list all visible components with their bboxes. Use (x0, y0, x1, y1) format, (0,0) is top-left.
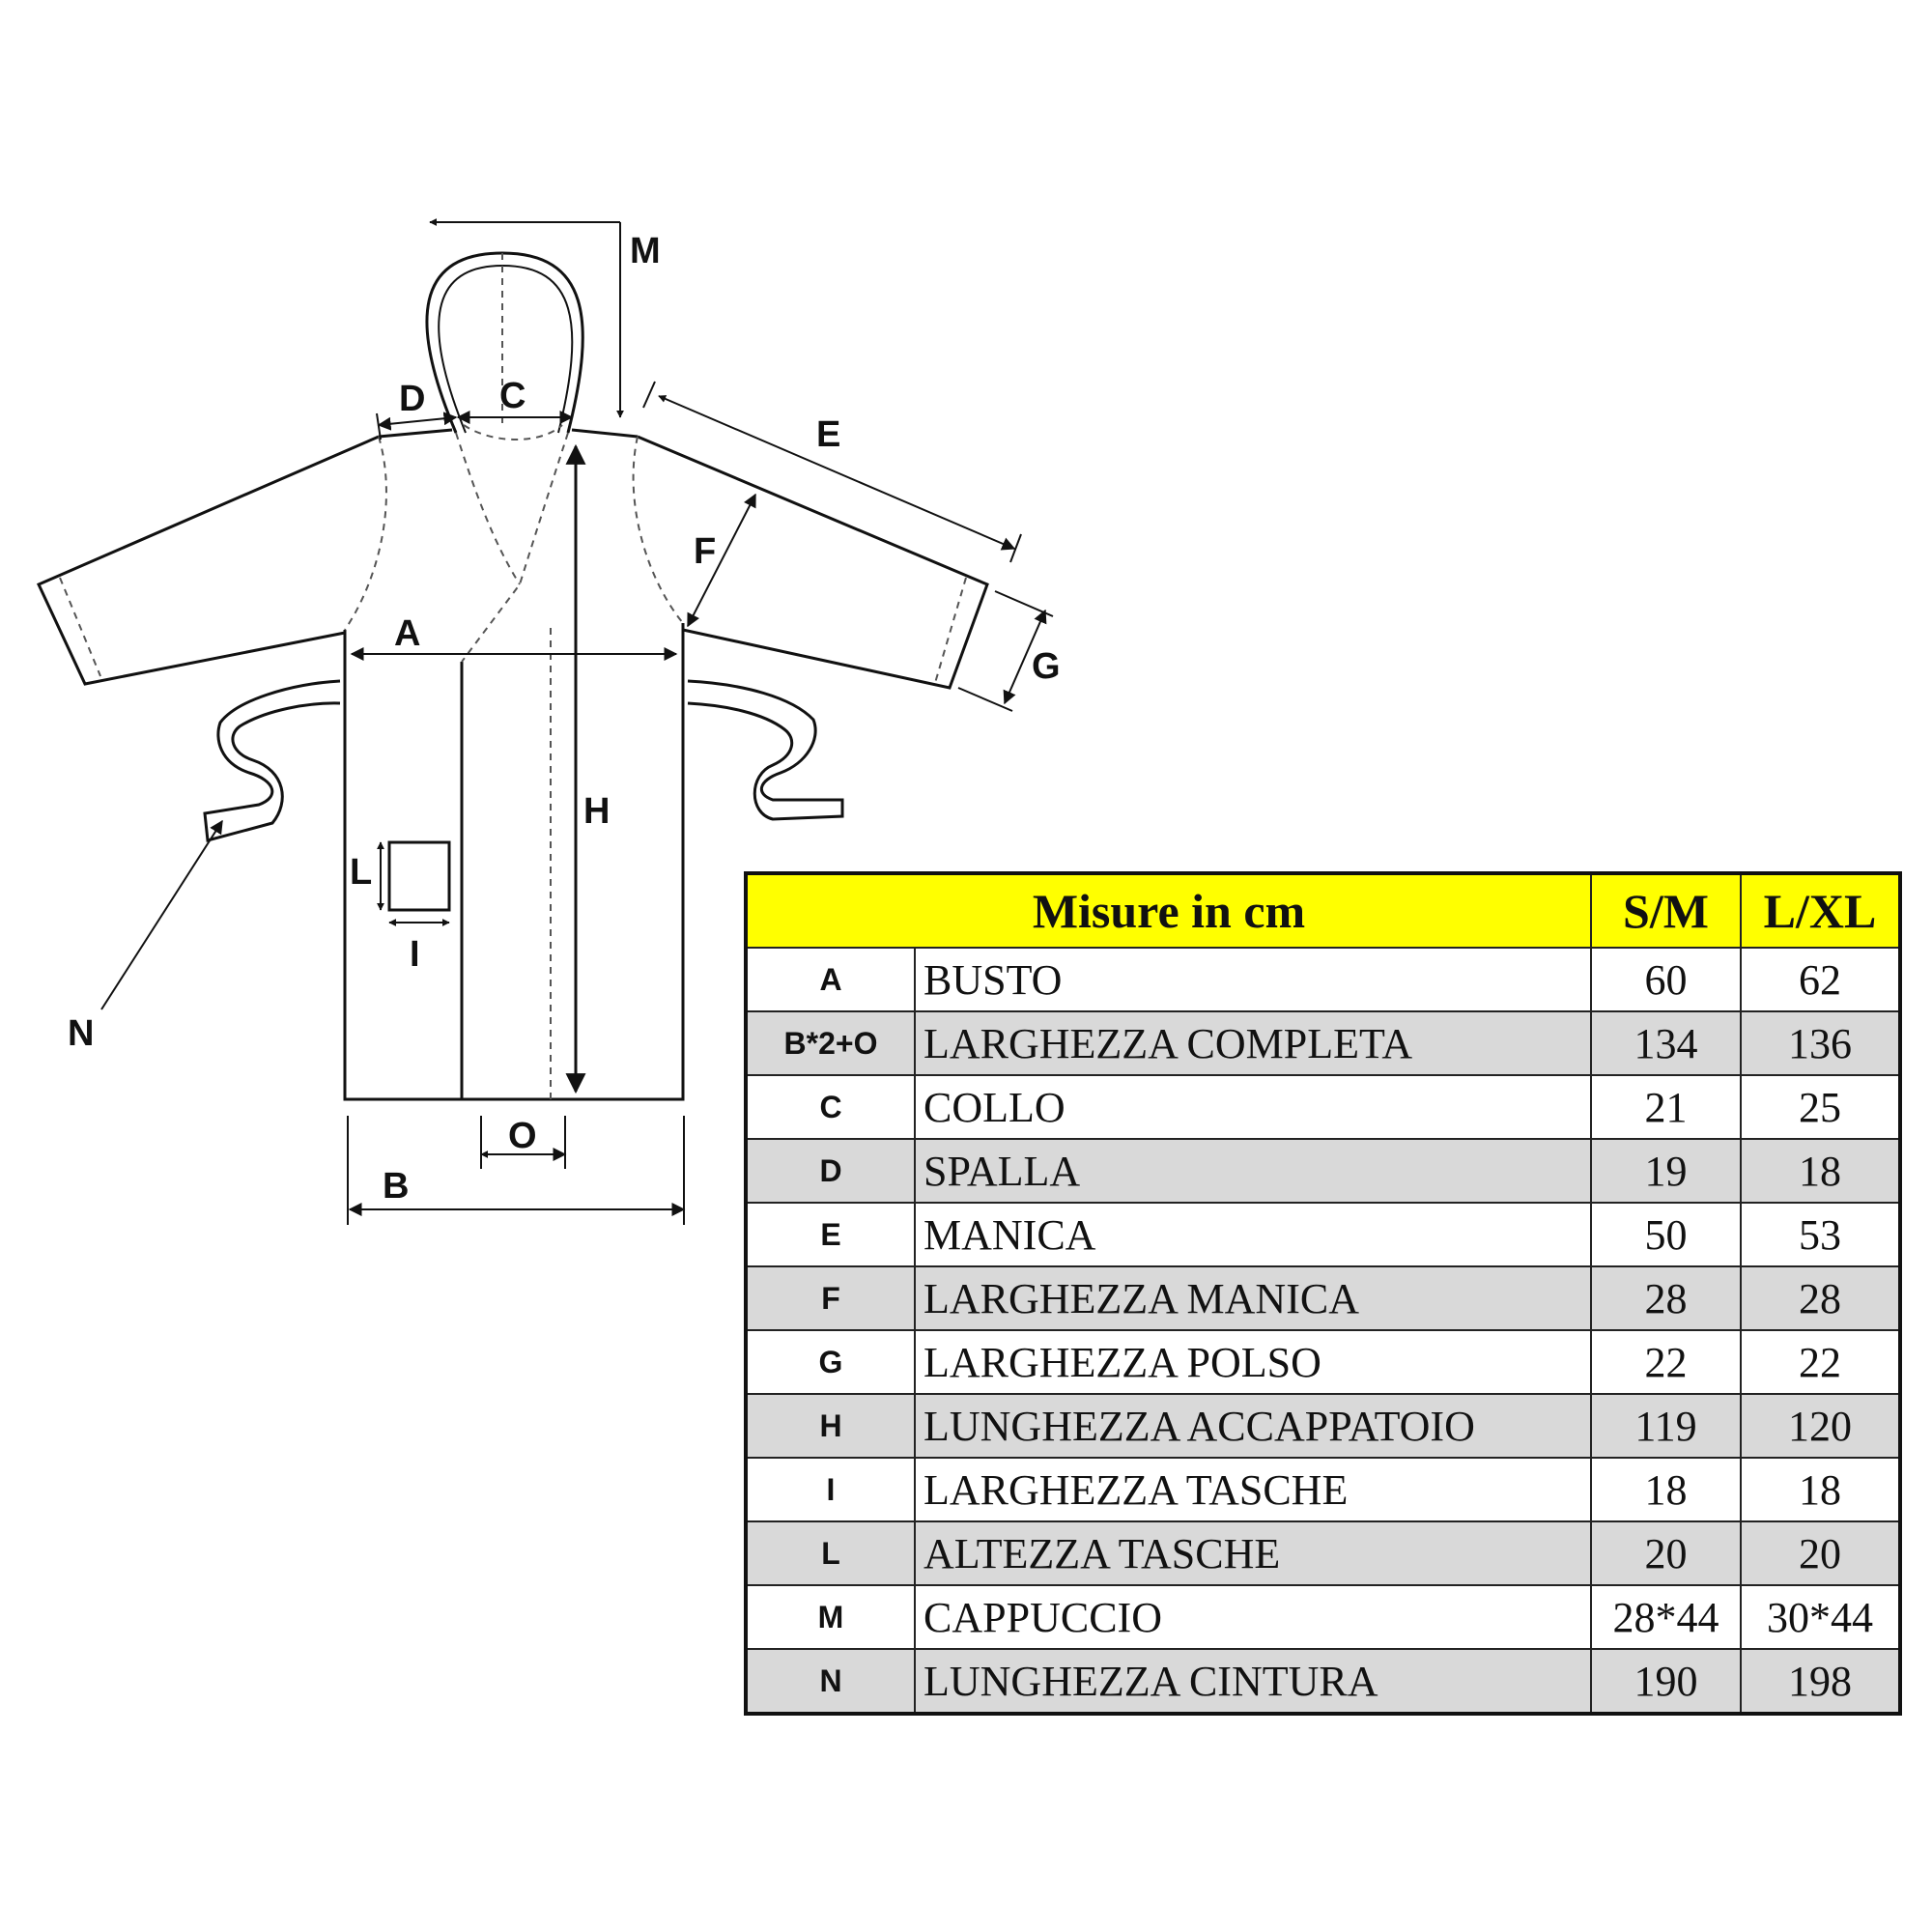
label-n: N (68, 1013, 94, 1054)
row-code: E (745, 1202, 916, 1267)
belt-left (203, 679, 341, 842)
right-sleeve (637, 435, 989, 690)
row-name: ALTEZZA TASCHE (914, 1520, 1592, 1586)
row-name: LUNGHEZZA CINTURA (914, 1648, 1592, 1715)
label-d: D (399, 379, 425, 419)
pocket (387, 840, 451, 912)
table-row: N LUNGHEZZA CINTURA 190 198 (745, 1648, 1901, 1715)
row-code: C (745, 1074, 916, 1140)
measure-g (1003, 609, 1047, 705)
row-value-sm: 18 (1590, 1457, 1742, 1522)
row-value-lxl: 30*44 (1740, 1584, 1901, 1650)
row-code: B*2+O (745, 1010, 916, 1076)
row-value-sm: 28 (1590, 1265, 1742, 1331)
row-value-sm: 28*44 (1590, 1584, 1742, 1650)
row-code: M (745, 1584, 916, 1650)
label-b: B (383, 1166, 409, 1207)
row-value-lxl: 22 (1740, 1329, 1901, 1395)
row-code: F (745, 1265, 916, 1331)
label-i: I (410, 934, 420, 975)
header-title: Misure in cm (745, 872, 1592, 949)
table-row: I LARGHEZZA TASCHE 18 18 (745, 1457, 1901, 1522)
label-a: A (394, 613, 420, 654)
table-row: D SPALLA 19 18 (745, 1138, 1901, 1204)
row-code: I (745, 1457, 916, 1522)
table-row: H LUNGHEZZA ACCAPPATOIO 119 120 (745, 1393, 1901, 1459)
row-name: LARGHEZZA TASCHE (914, 1457, 1592, 1522)
label-e: E (816, 414, 840, 455)
table-header-row: Misure in cm S/M L/XL (745, 872, 1901, 949)
measure-labels: M D C E F G A H L I O B N (68, 231, 1061, 1207)
row-value-sm: 19 (1590, 1138, 1742, 1204)
label-f: F (694, 531, 716, 572)
label-g: G (1032, 646, 1061, 687)
label-m: M (630, 231, 661, 271)
table-row: F LARGHEZZA MANICA 28 28 (745, 1265, 1901, 1331)
belt-right (687, 679, 844, 821)
left-sleeve (36, 435, 380, 686)
row-value-sm: 119 (1590, 1393, 1742, 1459)
row-value-lxl: 120 (1740, 1393, 1901, 1459)
measure-f (687, 493, 756, 628)
measure-e (658, 395, 1016, 551)
table-row: A BUSTO 60 62 (745, 947, 1901, 1012)
row-value-lxl: 136 (1740, 1010, 1901, 1076)
row-name: COLLO (914, 1074, 1592, 1140)
row-name: LARGHEZZA COMPLETA (914, 1010, 1592, 1076)
row-value-sm: 20 (1590, 1520, 1742, 1586)
row-value-sm: 60 (1590, 947, 1742, 1012)
row-value-lxl: 53 (1740, 1202, 1901, 1267)
size-table: Misure in cm S/M L/XL A BUSTO 60 62 B*2+… (744, 871, 1902, 1716)
row-value-lxl: 18 (1740, 1457, 1901, 1522)
shoulder-line (378, 428, 639, 439)
row-value-lxl: 25 (1740, 1074, 1901, 1140)
table-row: M CAPPUCCIO 28*44 30*44 (745, 1584, 1901, 1650)
label-o: O (508, 1116, 537, 1156)
row-value-lxl: 28 (1740, 1265, 1901, 1331)
row-name: MANICA (914, 1202, 1592, 1267)
row-value-sm: 21 (1590, 1074, 1742, 1140)
row-code: H (745, 1393, 916, 1459)
header-size-lxl: L/XL (1740, 872, 1901, 949)
row-name: SPALLA (914, 1138, 1592, 1204)
row-value-sm: 22 (1590, 1329, 1742, 1395)
row-name: LUNGHEZZA ACCAPPATOIO (914, 1393, 1592, 1459)
label-h: H (583, 791, 610, 832)
row-code: G (745, 1329, 916, 1395)
row-value-lxl: 20 (1740, 1520, 1901, 1586)
table-row: G LARGHEZZA POLSO 22 22 (745, 1329, 1901, 1395)
row-name: LARGHEZZA POLSO (914, 1329, 1592, 1395)
row-code: L (745, 1520, 916, 1586)
row-code: N (745, 1648, 916, 1715)
label-c: C (499, 376, 526, 416)
row-value-sm: 50 (1590, 1202, 1742, 1267)
table-row: E MANICA 50 53 (745, 1202, 1901, 1267)
robe-body (343, 623, 685, 1101)
row-code: A (745, 947, 916, 1012)
seam-lines (59, 253, 967, 1099)
row-code: D (745, 1138, 916, 1204)
measure-lines (100, 218, 1054, 1225)
measure-d (377, 412, 458, 431)
header-size-sm: S/M (1590, 872, 1742, 949)
table-row: C COLLO 21 25 (745, 1074, 1901, 1140)
row-value-sm: 134 (1590, 1010, 1742, 1076)
table-row: L ALTEZZA TASCHE 20 20 (745, 1520, 1901, 1586)
table-row: B*2+O LARGHEZZA COMPLETA 134 136 (745, 1010, 1901, 1076)
row-value-lxl: 18 (1740, 1138, 1901, 1204)
row-value-sm: 190 (1590, 1648, 1742, 1715)
label-l: L (350, 852, 372, 893)
row-name: CAPPUCCIO (914, 1584, 1592, 1650)
measure-n (100, 819, 223, 1010)
row-name: BUSTO (914, 947, 1592, 1012)
row-name: LARGHEZZA MANICA (914, 1265, 1592, 1331)
row-value-lxl: 198 (1740, 1648, 1901, 1715)
row-value-lxl: 62 (1740, 947, 1901, 1012)
